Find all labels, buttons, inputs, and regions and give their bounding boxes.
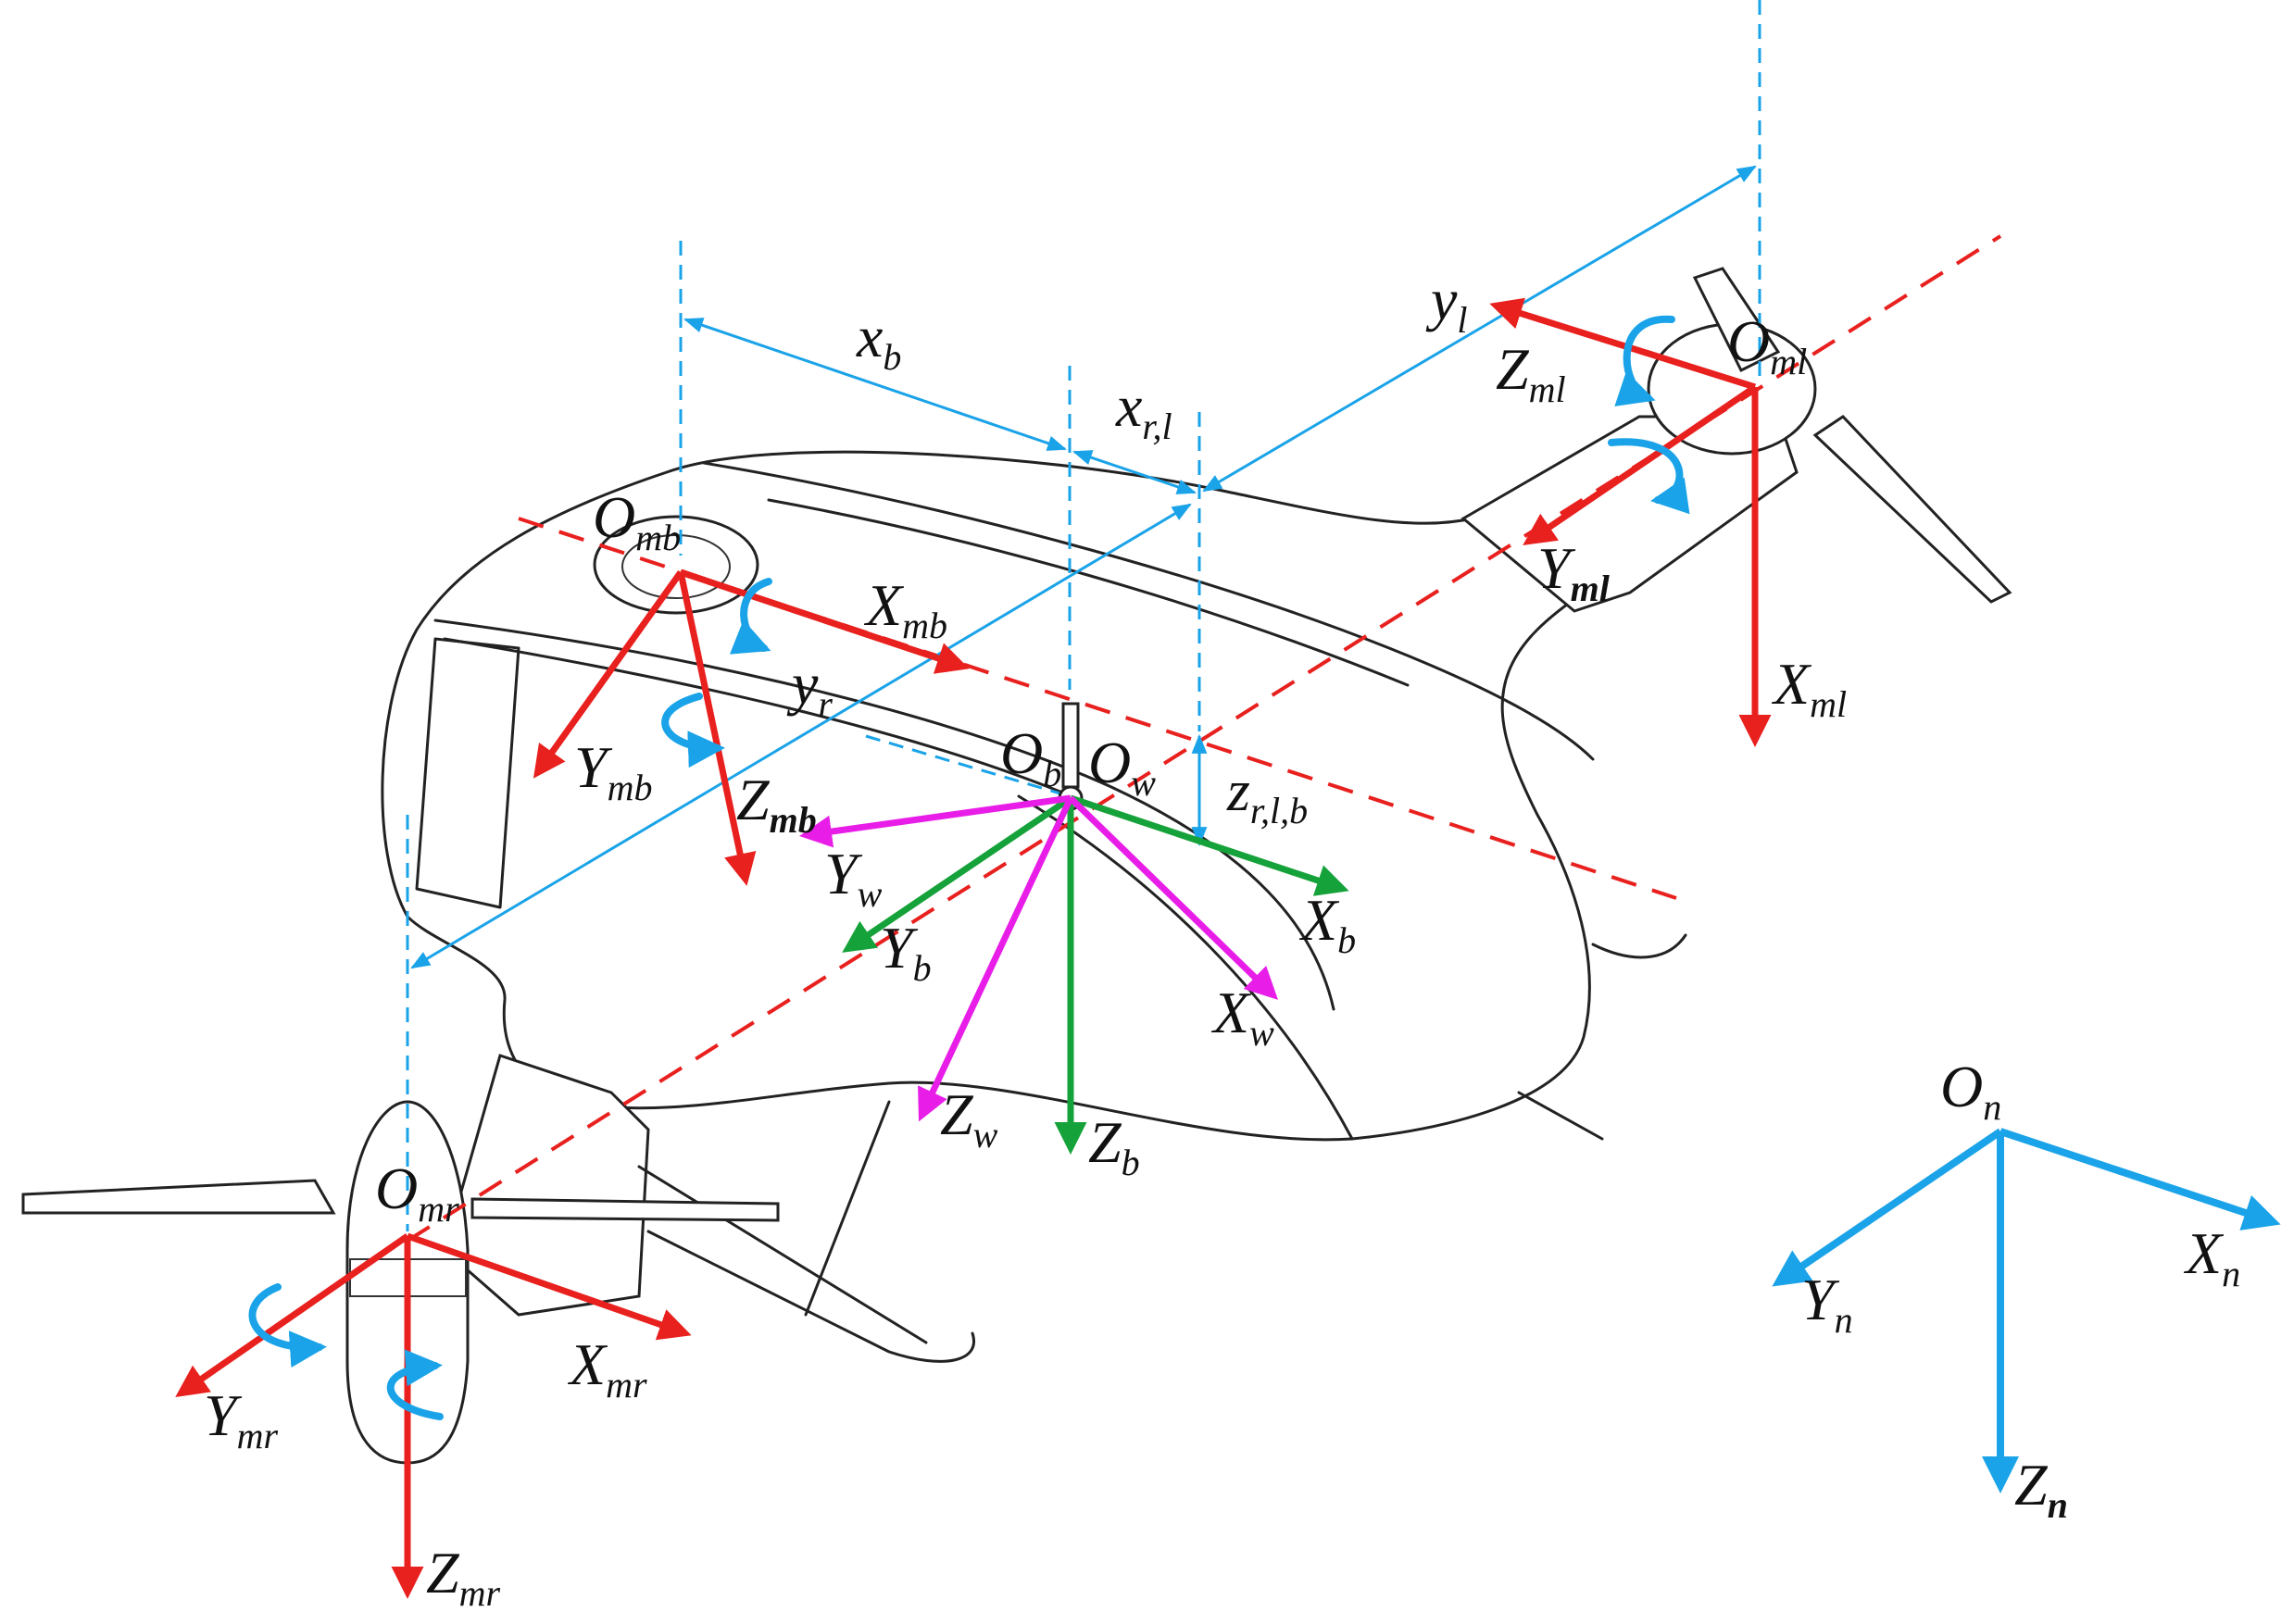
skid-strut-1 [804, 1100, 891, 1317]
body-wind-frames [799, 702, 1349, 1155]
axis-z-mb [677, 571, 757, 886]
motor-right-frame [175, 1232, 692, 1599]
axis-y-mb [533, 569, 683, 779]
cg-mast [1061, 702, 1080, 789]
axis-y-w [799, 794, 1072, 848]
label-y-l: yl [1425, 267, 1468, 341]
label-x-b: xb [856, 304, 901, 378]
skid-rear [1591, 933, 1687, 959]
rotation-mr-2 [386, 1349, 444, 1420]
label-y-mr: Ymr [204, 1382, 278, 1456]
label-x-mr: Xmr [567, 1331, 647, 1405]
axis-y-mr [175, 1233, 409, 1397]
label-x-rl: xr,l [1115, 373, 1172, 447]
dimension-arrows [410, 165, 1757, 969]
spine-line-1 [702, 461, 1595, 761]
rotation-mb-1 [729, 578, 772, 655]
dim-xb-line [683, 318, 1067, 451]
right-propeller-blade-2 [470, 1197, 780, 1222]
label-o-mb: Omb [593, 484, 681, 558]
rotation-ml-1 [1614, 315, 1675, 406]
label-z-w-axis: Zw [940, 1081, 998, 1156]
label-y-n-axis: Yn [1801, 1267, 1853, 1341]
label-y-b-axis: Yb [880, 915, 932, 989]
motor-left-frame [1489, 297, 1772, 747]
label-x-b-axis: Xb [1298, 887, 1356, 961]
label-y-mb: Ymb [574, 734, 652, 808]
aircraft-outline [21, 267, 2012, 1465]
rotation-ml-2 [1608, 438, 1690, 515]
rotation-mr-1 [248, 1283, 327, 1368]
label-o-ml: Oml [1727, 308, 1807, 382]
axis-x-w [1068, 795, 1279, 1000]
label-x-ml: Xml [1771, 651, 1847, 725]
label-z-ml: Zml [1496, 336, 1566, 410]
axis-x-mb [679, 568, 970, 674]
label-o-w: Ow [1088, 730, 1156, 804]
label-x-mb: Xmb [863, 572, 947, 646]
skid-main [646, 1230, 975, 1363]
rotation-mb-2 [661, 693, 725, 768]
axis-y-n [1772, 1128, 2003, 1287]
label-o-mr: Omr [375, 1156, 459, 1230]
label-z-mr: Zmr [426, 1540, 500, 1614]
dim-xrl-line [1072, 450, 1197, 494]
label-z-b-axis: Zb [1088, 1109, 1140, 1183]
dim-yr-line [410, 503, 1192, 969]
label-z-mb: Zmb [736, 767, 817, 841]
label-y-w-axis: Yw [824, 841, 883, 915]
right-propeller-blade-1 [21, 1179, 336, 1215]
dim-yl-line [1202, 165, 1757, 493]
axis-y-ml [1523, 384, 1757, 545]
label-z-n-axis: Zn [2014, 1452, 2068, 1526]
axis-x-mr [406, 1232, 692, 1341]
label-y-r: yr [786, 651, 833, 725]
axis-y-b [842, 795, 1072, 953]
label-o-b: Ob [1000, 720, 1061, 794]
labels: xb xr,l yl yr zr,l,b Omb Xmb Ymb Zmb Oml… [204, 267, 2240, 1614]
axis-z-w [918, 796, 1074, 1122]
label-x-n-axis: Xn [2183, 1220, 2240, 1294]
ned-frame [1772, 1128, 2281, 1493]
label-z-rlb: zr,l,b [1226, 757, 1308, 831]
left-propeller-blade-2 [1812, 415, 2012, 604]
label-x-w-axis: Xw [1210, 980, 1274, 1054]
motor-back-frame [533, 568, 970, 886]
label-y-ml: Yml [1537, 535, 1611, 609]
antenna [1517, 1091, 1604, 1141]
axis-x-n [1999, 1128, 2281, 1230]
axis-x-b [1069, 794, 1349, 896]
label-o-n: On [1940, 1054, 2001, 1128]
skid-strut-2 [637, 1165, 928, 1344]
